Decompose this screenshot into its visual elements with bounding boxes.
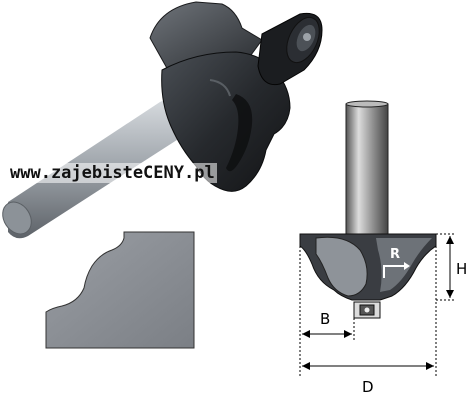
bit-bearing <box>257 12 323 86</box>
bit-body <box>161 51 291 192</box>
dimension-d: D <box>302 362 434 396</box>
dimension-h-label: H <box>456 260 467 278</box>
technical-drawing: H B D R <box>299 100 467 396</box>
dimension-h: H <box>446 236 467 298</box>
dimension-d-label: D <box>362 378 374 396</box>
router-bit-photo <box>2 1 323 239</box>
radius-indicator <box>383 262 410 278</box>
tech-shank <box>345 103 389 237</box>
cut-profile-shape <box>45 231 195 349</box>
watermark-text: www.zajebisteCENY.pl <box>8 163 217 183</box>
dimension-b-label: B <box>320 310 330 328</box>
reference-lines <box>299 233 456 376</box>
dimension-r-label: R <box>390 247 400 262</box>
dimension-b: B <box>302 310 352 338</box>
